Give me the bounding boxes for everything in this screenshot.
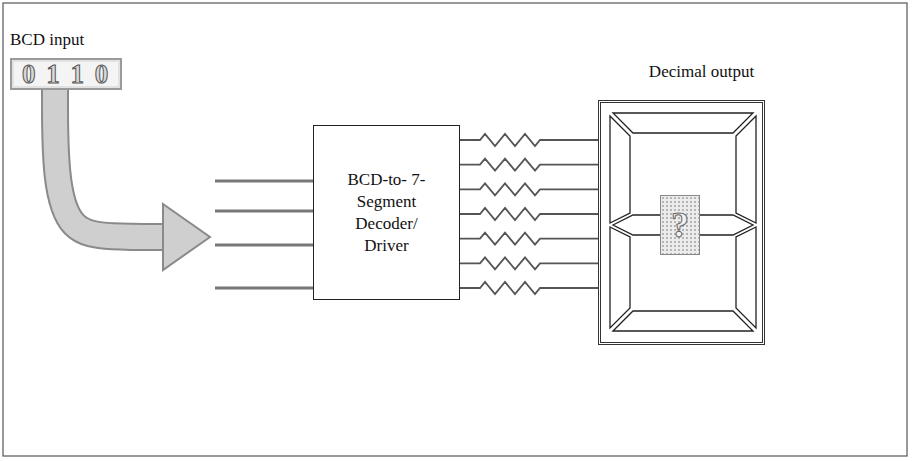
input-wire [215, 180, 313, 183]
resistor-wire [460, 134, 598, 146]
resistor-wire [460, 183, 598, 195]
arrow-shaft-outline [55, 90, 165, 237]
decoder-label: BCD-to- 7-Segment Decoder/ Driver [340, 169, 433, 257]
segment [610, 116, 630, 223]
bcd-input: BCD input 0 1 1 0 [10, 30, 122, 90]
question-mark: ? [671, 205, 689, 245]
resistor-wire [460, 257, 598, 269]
input-wire [215, 244, 313, 247]
input-arrow [55, 90, 313, 288]
resistor-wire [460, 208, 598, 220]
seven-segment-display: Decimal output? [598, 62, 765, 82]
arrow-shaft [55, 90, 165, 237]
segment [613, 311, 753, 331]
input-heading: BCD input [10, 30, 122, 50]
resistor-wire [460, 159, 598, 171]
segment [736, 116, 756, 223]
decoder-box: BCD-to- 7-Segment Decoder/ Driver [313, 125, 460, 300]
resistor-wire [460, 282, 598, 294]
arrow-head [163, 204, 210, 270]
segment [613, 113, 753, 133]
segment-wires [460, 134, 598, 294]
figure-frame [3, 3, 907, 456]
input-wire [215, 210, 313, 213]
unknown-digit: ? [660, 195, 700, 255]
bcd-digits: 0 1 1 0 [10, 58, 122, 90]
input-wire [215, 287, 313, 290]
resistor-wire [460, 233, 598, 245]
segment [610, 227, 630, 328]
segment [736, 227, 756, 328]
output-heading: Decimal output [598, 62, 765, 82]
